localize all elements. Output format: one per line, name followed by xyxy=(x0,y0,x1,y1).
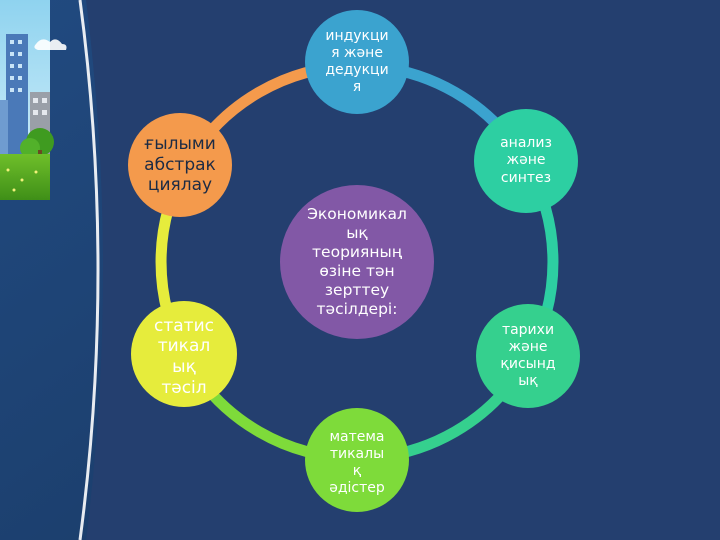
node-bottom-circle xyxy=(305,408,409,512)
center-label: Экономикал ық теорияның өзіне тән зертте… xyxy=(307,205,407,318)
node-bottom-label: матема тикалы қ әдістер xyxy=(329,428,385,497)
center-circle xyxy=(280,185,434,339)
node-top-right-circle xyxy=(474,109,578,213)
node-bottom-right-circle xyxy=(476,304,580,408)
city-illustration xyxy=(0,0,67,200)
node-bottom-left-circle xyxy=(131,301,237,407)
node-bottom-left-label: статис тикал ық тәсіл xyxy=(154,315,214,398)
panel-divider xyxy=(78,0,100,540)
node-top-right-label: анализ және синтез xyxy=(500,135,552,186)
node-top-circle xyxy=(305,10,409,114)
node-bottom-right-label: тарихи және қисынд ық xyxy=(500,321,556,390)
node-top-left-label: ғылыми абстрак циялау xyxy=(144,133,216,196)
node-top-left-circle xyxy=(128,113,232,217)
node-top-label: индукци я және дедукци я xyxy=(325,27,389,96)
